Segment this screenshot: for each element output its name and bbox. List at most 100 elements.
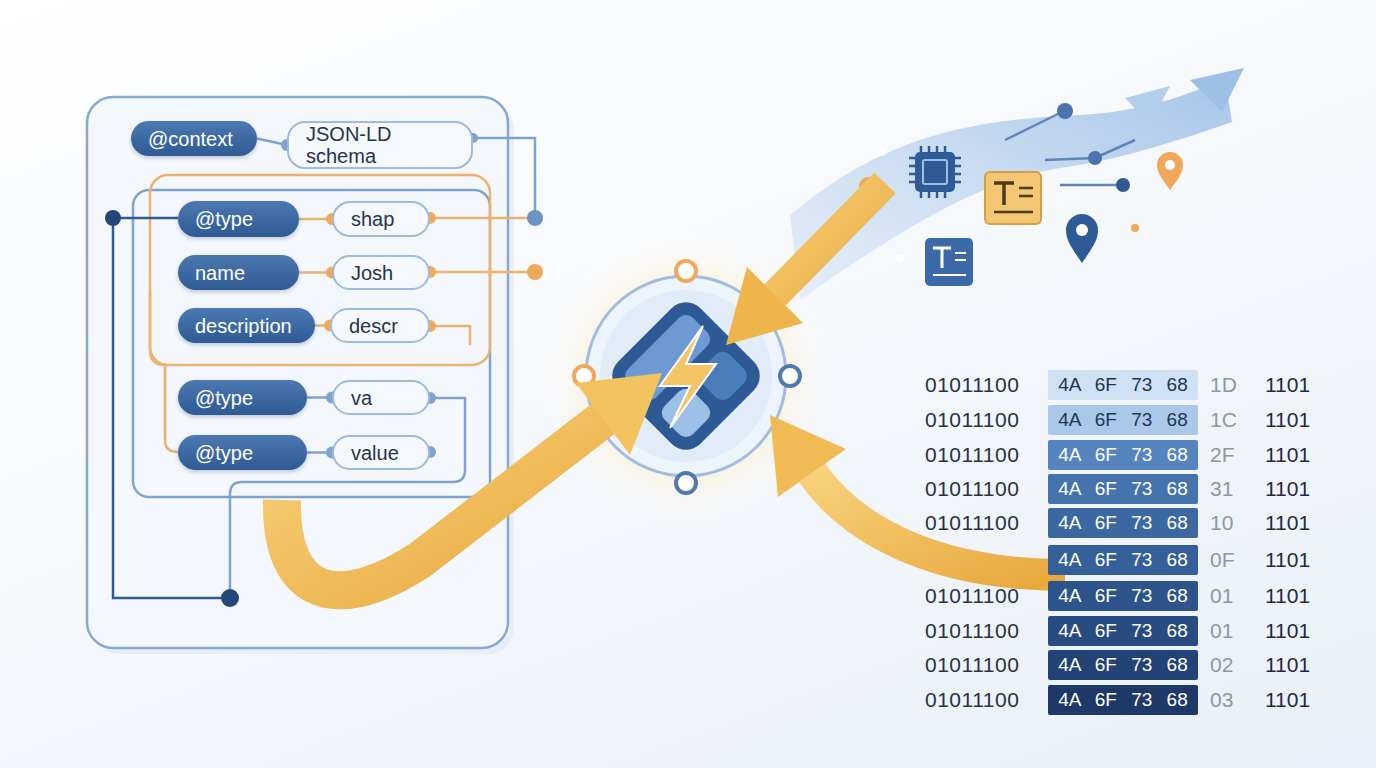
pill-text: name <box>195 262 245 284</box>
flow-arrow-band <box>812 473 1065 575</box>
binary-value: 01011100 <box>925 688 1019 712</box>
accent-dot <box>878 148 886 156</box>
wire <box>113 217 178 220</box>
chip-core <box>923 160 947 184</box>
location-pin <box>1157 152 1183 190</box>
circuit-dot <box>1057 103 1073 119</box>
bit-value: 1101 <box>1265 584 1310 608</box>
hex-bytes: 4A 6F 73 68 <box>1048 440 1198 470</box>
document-icon <box>925 238 973 286</box>
key-pill: description <box>178 308 315 343</box>
value-pill: JSON-LD schema <box>287 121 473 169</box>
document-glyph <box>994 183 1014 205</box>
bit-value: 1101 <box>1265 548 1310 572</box>
wire <box>473 138 535 218</box>
bit-value: 1101 <box>1265 619 1310 643</box>
binary-value: 01011100 <box>925 373 1019 397</box>
pill-text: @context <box>148 128 233 150</box>
bit-value: 1101 <box>1265 688 1310 712</box>
bit-value: 1101 <box>1265 477 1310 501</box>
document-body <box>925 238 973 286</box>
key-pill: name <box>178 255 299 290</box>
pill-text: value <box>351 442 399 464</box>
hub-port <box>780 366 800 386</box>
pill-text: shap <box>351 208 394 230</box>
hex-code: 01 <box>1210 584 1233 608</box>
wire <box>430 326 470 345</box>
wire <box>165 365 178 452</box>
flow-arrow-band <box>772 183 885 298</box>
chip-pins <box>909 146 961 198</box>
hex-code: 01 <box>1210 619 1233 643</box>
binary-value: 01011100 <box>925 511 1019 535</box>
ribbon-arrowhead <box>1125 86 1170 124</box>
hub-bolt <box>660 326 716 428</box>
hex-code: 10 <box>1210 511 1233 535</box>
wire <box>430 217 535 220</box>
key-pill: @type <box>178 201 299 237</box>
pill-text: @type <box>195 442 253 464</box>
value-pill: Josh <box>332 255 430 290</box>
location-pin-hole <box>1076 224 1088 236</box>
hub-port <box>676 261 696 281</box>
location-pin <box>1066 214 1098 263</box>
document-lines <box>933 253 966 275</box>
hex-code: 31 <box>1210 477 1233 501</box>
wire-frame <box>133 190 490 497</box>
value-pill: value <box>332 435 430 470</box>
pill-text: Josh <box>351 262 393 284</box>
key-pill: @type <box>178 380 307 415</box>
value-pill: shap <box>332 201 430 237</box>
pill-text: descr <box>349 315 398 337</box>
wire-dot <box>105 210 121 226</box>
document-body <box>985 172 1041 224</box>
wire <box>150 290 165 365</box>
bit-value: 1101 <box>1265 511 1310 535</box>
hex-code: 02 <box>1210 653 1233 677</box>
wire-dot <box>527 210 543 226</box>
flow-arrowhead <box>576 373 662 455</box>
hex-bytes: 4A 6F 73 68 <box>1048 581 1198 611</box>
value-pill: va <box>332 380 430 415</box>
chip-body <box>915 152 955 192</box>
wire <box>430 271 535 274</box>
hex-bytes: 4A 6F 73 68 <box>1048 616 1198 646</box>
circuit-line <box>1060 184 1120 187</box>
binary-value: 01011100 <box>925 653 1019 677</box>
pill-text: @type <box>195 387 253 409</box>
accent-dot <box>896 254 904 262</box>
wire-dot <box>221 589 239 607</box>
ribbon-arrowhead <box>1190 68 1244 112</box>
data-ribbon <box>790 78 1232 300</box>
binary-value: 01011100 <box>925 584 1019 608</box>
hex-code: 0F <box>1210 548 1235 572</box>
key-pill: @type <box>178 435 307 470</box>
key-pill: @context <box>131 121 257 156</box>
hex-bytes: 4A 6F 73 68 <box>1048 370 1198 400</box>
location-pin-hole <box>1165 160 1175 170</box>
pill-text: JSON-LD schema <box>306 123 459 167</box>
pill-text: description <box>195 315 292 337</box>
bit-value: 1101 <box>1265 373 1310 397</box>
hex-bytes: 4A 6F 73 68 <box>1048 474 1198 504</box>
binary-value: 01011100 <box>925 443 1019 467</box>
document-icon <box>985 172 1041 224</box>
hex-bytes: 4A 6F 73 68 <box>1048 405 1198 435</box>
binary-value: 01011100 <box>925 477 1019 501</box>
accent-dot <box>1131 224 1139 232</box>
hex-bytes: 4A 6F 73 68 <box>1048 650 1198 680</box>
flow-arrow-band <box>282 412 612 590</box>
pill-text: va <box>351 387 372 409</box>
wire-dot <box>527 264 543 280</box>
flow-arrowhead <box>726 267 803 345</box>
bit-value: 1101 <box>1265 408 1310 432</box>
flow-arrowhead <box>770 415 846 497</box>
hex-code: 1C <box>1210 408 1237 432</box>
circuit-line <box>1005 112 1062 140</box>
bit-value: 1101 <box>1265 443 1310 467</box>
bit-value: 1101 <box>1265 653 1310 677</box>
hex-bytes: 4A 6F 73 68 <box>1048 508 1198 538</box>
wire-frame <box>150 175 490 365</box>
hex-code: 03 <box>1210 688 1233 712</box>
